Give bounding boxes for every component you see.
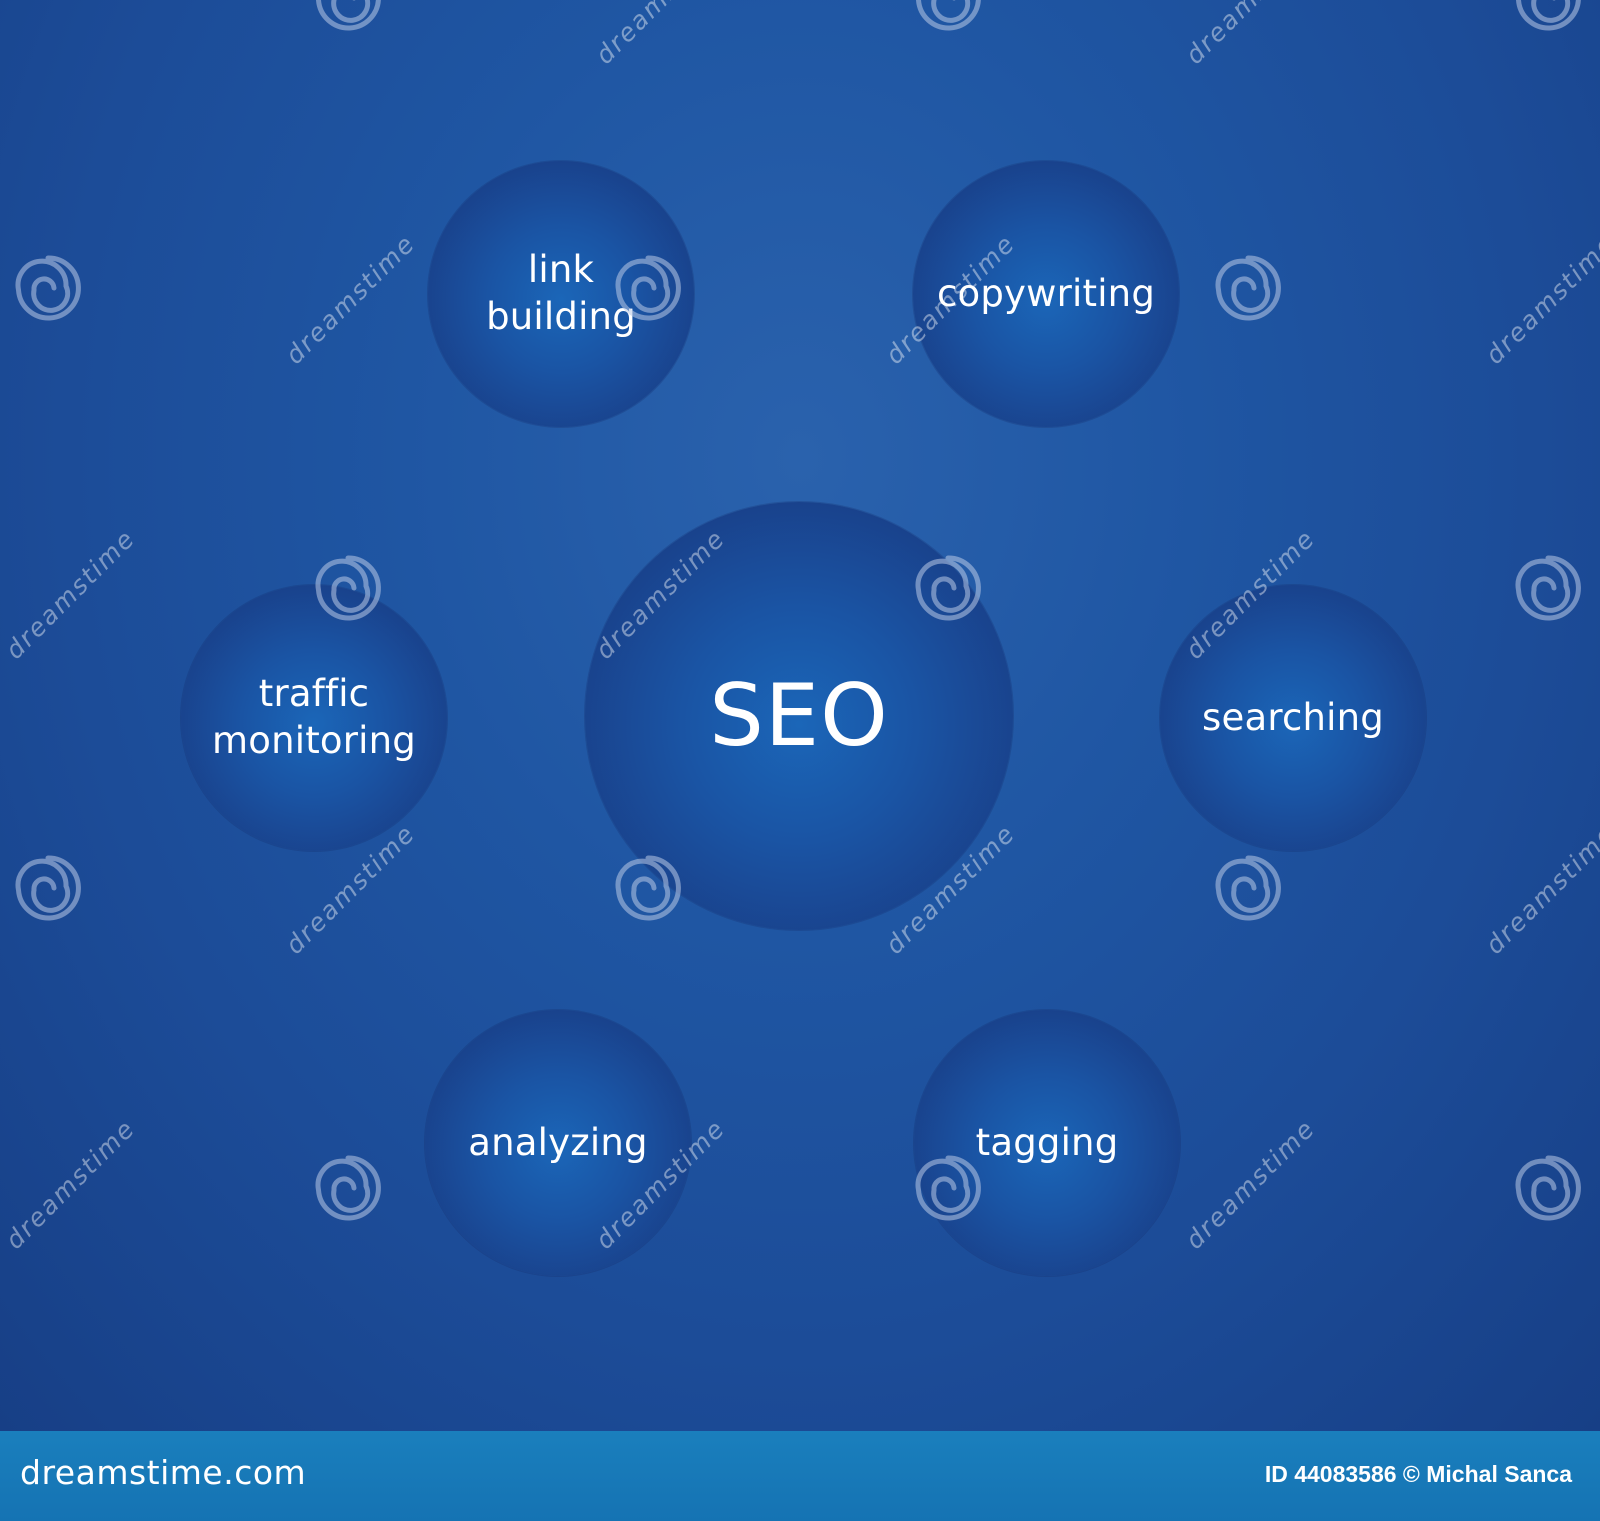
watermark-text: dreamstime: [0, 523, 141, 665]
searching-label: searching: [1202, 695, 1384, 739]
copywriting-bubble: copywriting: [913, 161, 1179, 427]
swirl-logo-icon: [1515, 555, 1581, 621]
seo-center-bubble: SEO: [585, 502, 1013, 930]
link-building-label: link building: [486, 248, 636, 338]
seo-center-label: SEO: [709, 666, 889, 766]
swirl-logo-icon: [1515, 0, 1581, 31]
watermark-text: dreamstime: [590, 0, 731, 70]
swirl-logo-icon: [15, 255, 81, 321]
swirl-logo-icon: [915, 0, 981, 31]
watermark-text: dreamstime: [0, 1113, 141, 1255]
dreamstime-logo: dreamstime.com: [20, 1453, 307, 1492]
image-credit: ID 44083586 © Michal Sanca: [1264, 1461, 1572, 1487]
swirl-logo-icon: [1515, 1155, 1581, 1221]
traffic-monitoring-label: traffic monitoring: [212, 672, 416, 762]
searching-bubble: searching: [1160, 585, 1426, 851]
watermark-text: dreamstime: [1479, 228, 1600, 370]
swirl-logo-icon: [15, 855, 81, 921]
footer-banner: dreamstime.com ID 44083586 © Michal Sanc…: [0, 1431, 1600, 1521]
analyzing-bubble: analyzing: [425, 1010, 691, 1276]
swirl-logo-icon: [1215, 855, 1281, 921]
link-building-bubble: link building: [428, 161, 694, 427]
watermark-text: dreamstime: [1180, 0, 1321, 70]
copywriting-label: copywriting: [936, 271, 1156, 315]
seo-diagram: SEO link building copywriting traffic mo…: [0, 0, 1600, 1431]
watermark-text: dreamstime: [279, 228, 421, 370]
traffic-monitoring-bubble: traffic monitoring: [181, 585, 447, 851]
tagging-label: tagging: [975, 1120, 1119, 1164]
watermark-text: dreamstime: [1179, 1113, 1321, 1255]
analyzing-label: analyzing: [468, 1120, 648, 1164]
swirl-logo-icon: [315, 1155, 381, 1221]
swirl-logo-icon: [315, 0, 381, 31]
watermark-text: dreamstime: [1479, 818, 1600, 960]
swirl-logo-icon: [1215, 255, 1281, 321]
tagging-bubble: tagging: [914, 1010, 1180, 1276]
